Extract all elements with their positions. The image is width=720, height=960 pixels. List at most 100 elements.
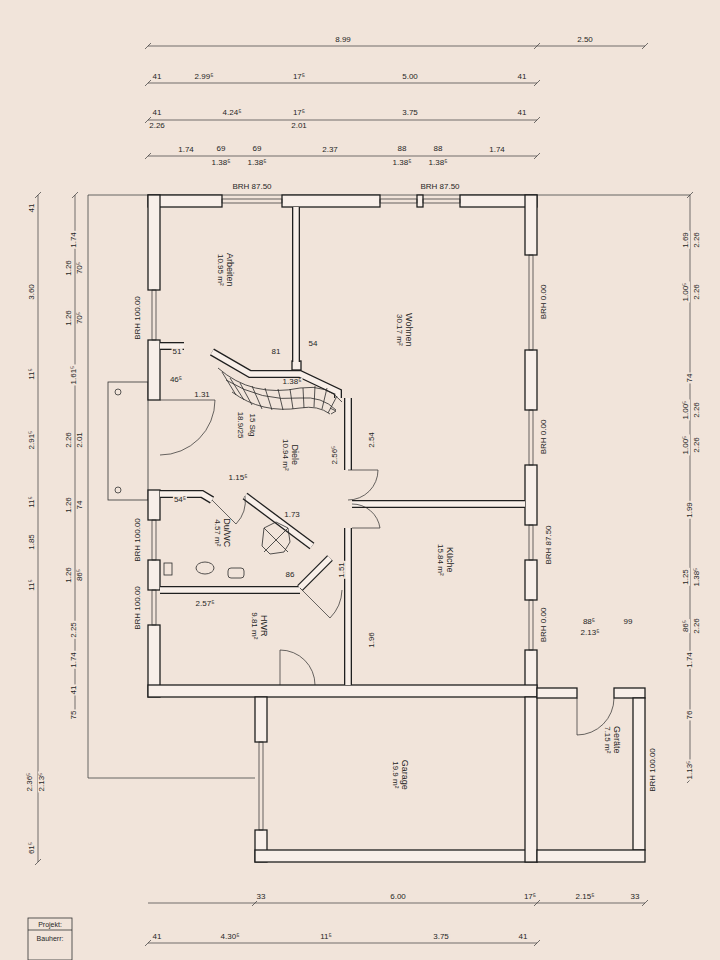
- windows: [152, 199, 533, 830]
- dimension-value: 1.38⁵: [282, 378, 303, 386]
- room: Wohnen30.17 m²: [330, 250, 480, 410]
- dimension-value: 11⁵: [28, 367, 36, 381]
- dimension-value: 1.00⁵: [682, 282, 690, 303]
- dimension-value: 41: [518, 933, 529, 941]
- dimension-value: 2.01: [290, 122, 308, 130]
- dimension-value: 2.36⁵: [26, 772, 34, 793]
- dimension-value: 1.00⁵: [682, 400, 690, 421]
- dimension-value: 70⁵: [76, 261, 84, 275]
- dimension-value: 2.50: [576, 36, 594, 44]
- dimension-value: 1.26: [65, 309, 73, 327]
- dimension-value: 2.13⁵: [38, 772, 46, 793]
- dimension-value: 1.31: [193, 391, 211, 399]
- dimension-value: 70⁵: [76, 311, 84, 325]
- dimension-value: 2.54: [368, 431, 376, 449]
- room-name: Geräte: [611, 726, 621, 754]
- dimension-value: 1.38⁵: [392, 159, 413, 167]
- dimension-value: 41: [70, 685, 78, 696]
- title-block: [28, 918, 72, 960]
- dimension-value: 1.13⁵: [686, 760, 694, 781]
- dimension-value: 1.38⁵: [693, 567, 701, 588]
- dimension-value: 17⁵: [292, 73, 306, 81]
- dimension-value: 51: [172, 348, 183, 356]
- doors: [160, 400, 614, 735]
- room-label-group: Du/WC4.57 m²: [212, 518, 232, 547]
- dimension-value: 1.38⁵: [247, 159, 268, 167]
- dimension-value: 1.85: [28, 533, 36, 551]
- room-label-group: Garage19.9 m²: [390, 760, 410, 790]
- room-area: 10.94 m²: [280, 439, 289, 471]
- sill-height: BRH 100.00: [649, 747, 657, 793]
- dimension-value: 99: [623, 618, 634, 626]
- dimension-lines: [35, 43, 693, 946]
- dimension-value: 46⁵: [169, 376, 183, 384]
- dimension-value: 86: [285, 571, 296, 579]
- sill-height: BRH 100.00: [134, 295, 142, 341]
- dimension-value: 76: [686, 710, 694, 721]
- dimension-value: 4.30⁵: [220, 933, 241, 941]
- room-area: 10.95 m²: [215, 253, 224, 287]
- dimension-value: 1.74: [488, 146, 506, 154]
- dimension-value: 1.26: [65, 496, 73, 514]
- dimension-value: 41: [152, 73, 163, 81]
- dimension-value: 4.24⁵: [222, 109, 243, 117]
- dimension-value: 11⁵: [28, 578, 36, 592]
- sill-height: BRH 0.00: [540, 419, 548, 456]
- dimension-value: 1.69: [682, 231, 690, 249]
- dimension-value: 74: [686, 373, 694, 384]
- dimension-value: 2.26: [693, 401, 701, 419]
- dimension-value: 1.25: [682, 568, 690, 586]
- dimension-value: 3.75: [432, 933, 450, 941]
- dimension-value: 2.26: [148, 122, 166, 130]
- dimension-value: 41: [517, 73, 528, 81]
- dimension-value: 2.37: [321, 146, 339, 154]
- dimension-value: 2.13⁵: [580, 629, 601, 637]
- dimension-value: 2.99⁵: [194, 73, 215, 81]
- stair-note: 15 Stg: [248, 412, 256, 437]
- room-area: 9.81 m²: [250, 612, 259, 639]
- dimension-value: 69: [252, 145, 263, 153]
- room-name: HWR: [259, 612, 269, 639]
- sill-height: BRH 0.00: [540, 607, 548, 644]
- dimension-value: 54⁵: [173, 496, 187, 504]
- room: HWR9.81 m²: [230, 603, 290, 649]
- room: Garage19.9 m²: [350, 720, 450, 830]
- sill-height: BRH 87.50: [231, 183, 272, 191]
- title-block-field: Bauherr:: [36, 935, 65, 942]
- room-name: Garage: [399, 760, 409, 790]
- dimension-value: 1.74: [177, 146, 195, 154]
- dimension-value: 1.99: [686, 501, 694, 519]
- dimension-value: 33: [256, 893, 267, 901]
- dimension-value: 3.75: [401, 109, 419, 117]
- room: Arbeiten10.95 m²: [165, 215, 285, 325]
- room-label-group: Geräte7.15 m²: [602, 726, 622, 754]
- dimension-value: 11⁵: [319, 933, 333, 941]
- room: Küche15.84 m²: [400, 515, 490, 605]
- dimension-value: 2.01: [76, 431, 84, 449]
- dimension-value: 54: [308, 340, 319, 348]
- room-label-group: Küche15.84 m²: [435, 544, 455, 576]
- room-name: Arbeiten: [224, 253, 234, 287]
- overhang-line: [88, 195, 690, 778]
- room-area: 15.84 m²: [435, 544, 444, 576]
- room: Du/WC4.57 m²: [205, 505, 239, 560]
- dimension-value: 17⁵: [292, 109, 306, 117]
- dimension-value: 1.74: [70, 651, 78, 669]
- dimension-value: 1.38⁵: [428, 159, 449, 167]
- room-label-group: Wohnen30.17 m²: [395, 313, 415, 346]
- dimension-value: 1.61⁵: [70, 365, 78, 386]
- room-area: 7.15 m²: [602, 726, 611, 754]
- room-label-group: Arbeiten10.95 m²: [215, 253, 235, 287]
- dimension-value: 2.26: [693, 283, 701, 301]
- sill-height: BRH 100.00: [134, 585, 142, 631]
- room-name: Diele: [289, 439, 299, 471]
- dimension-value: 2.26: [693, 231, 701, 249]
- sill-height: BRH 100.00: [134, 517, 142, 563]
- dimension-value: 1.26: [65, 259, 73, 277]
- dimension-value: 1.51: [338, 561, 346, 579]
- interior-walls-fill: [160, 207, 525, 685]
- dimension-value: 3.60: [28, 283, 36, 301]
- dimension-value: 41: [152, 933, 163, 941]
- dimension-value: 1.73: [283, 511, 301, 519]
